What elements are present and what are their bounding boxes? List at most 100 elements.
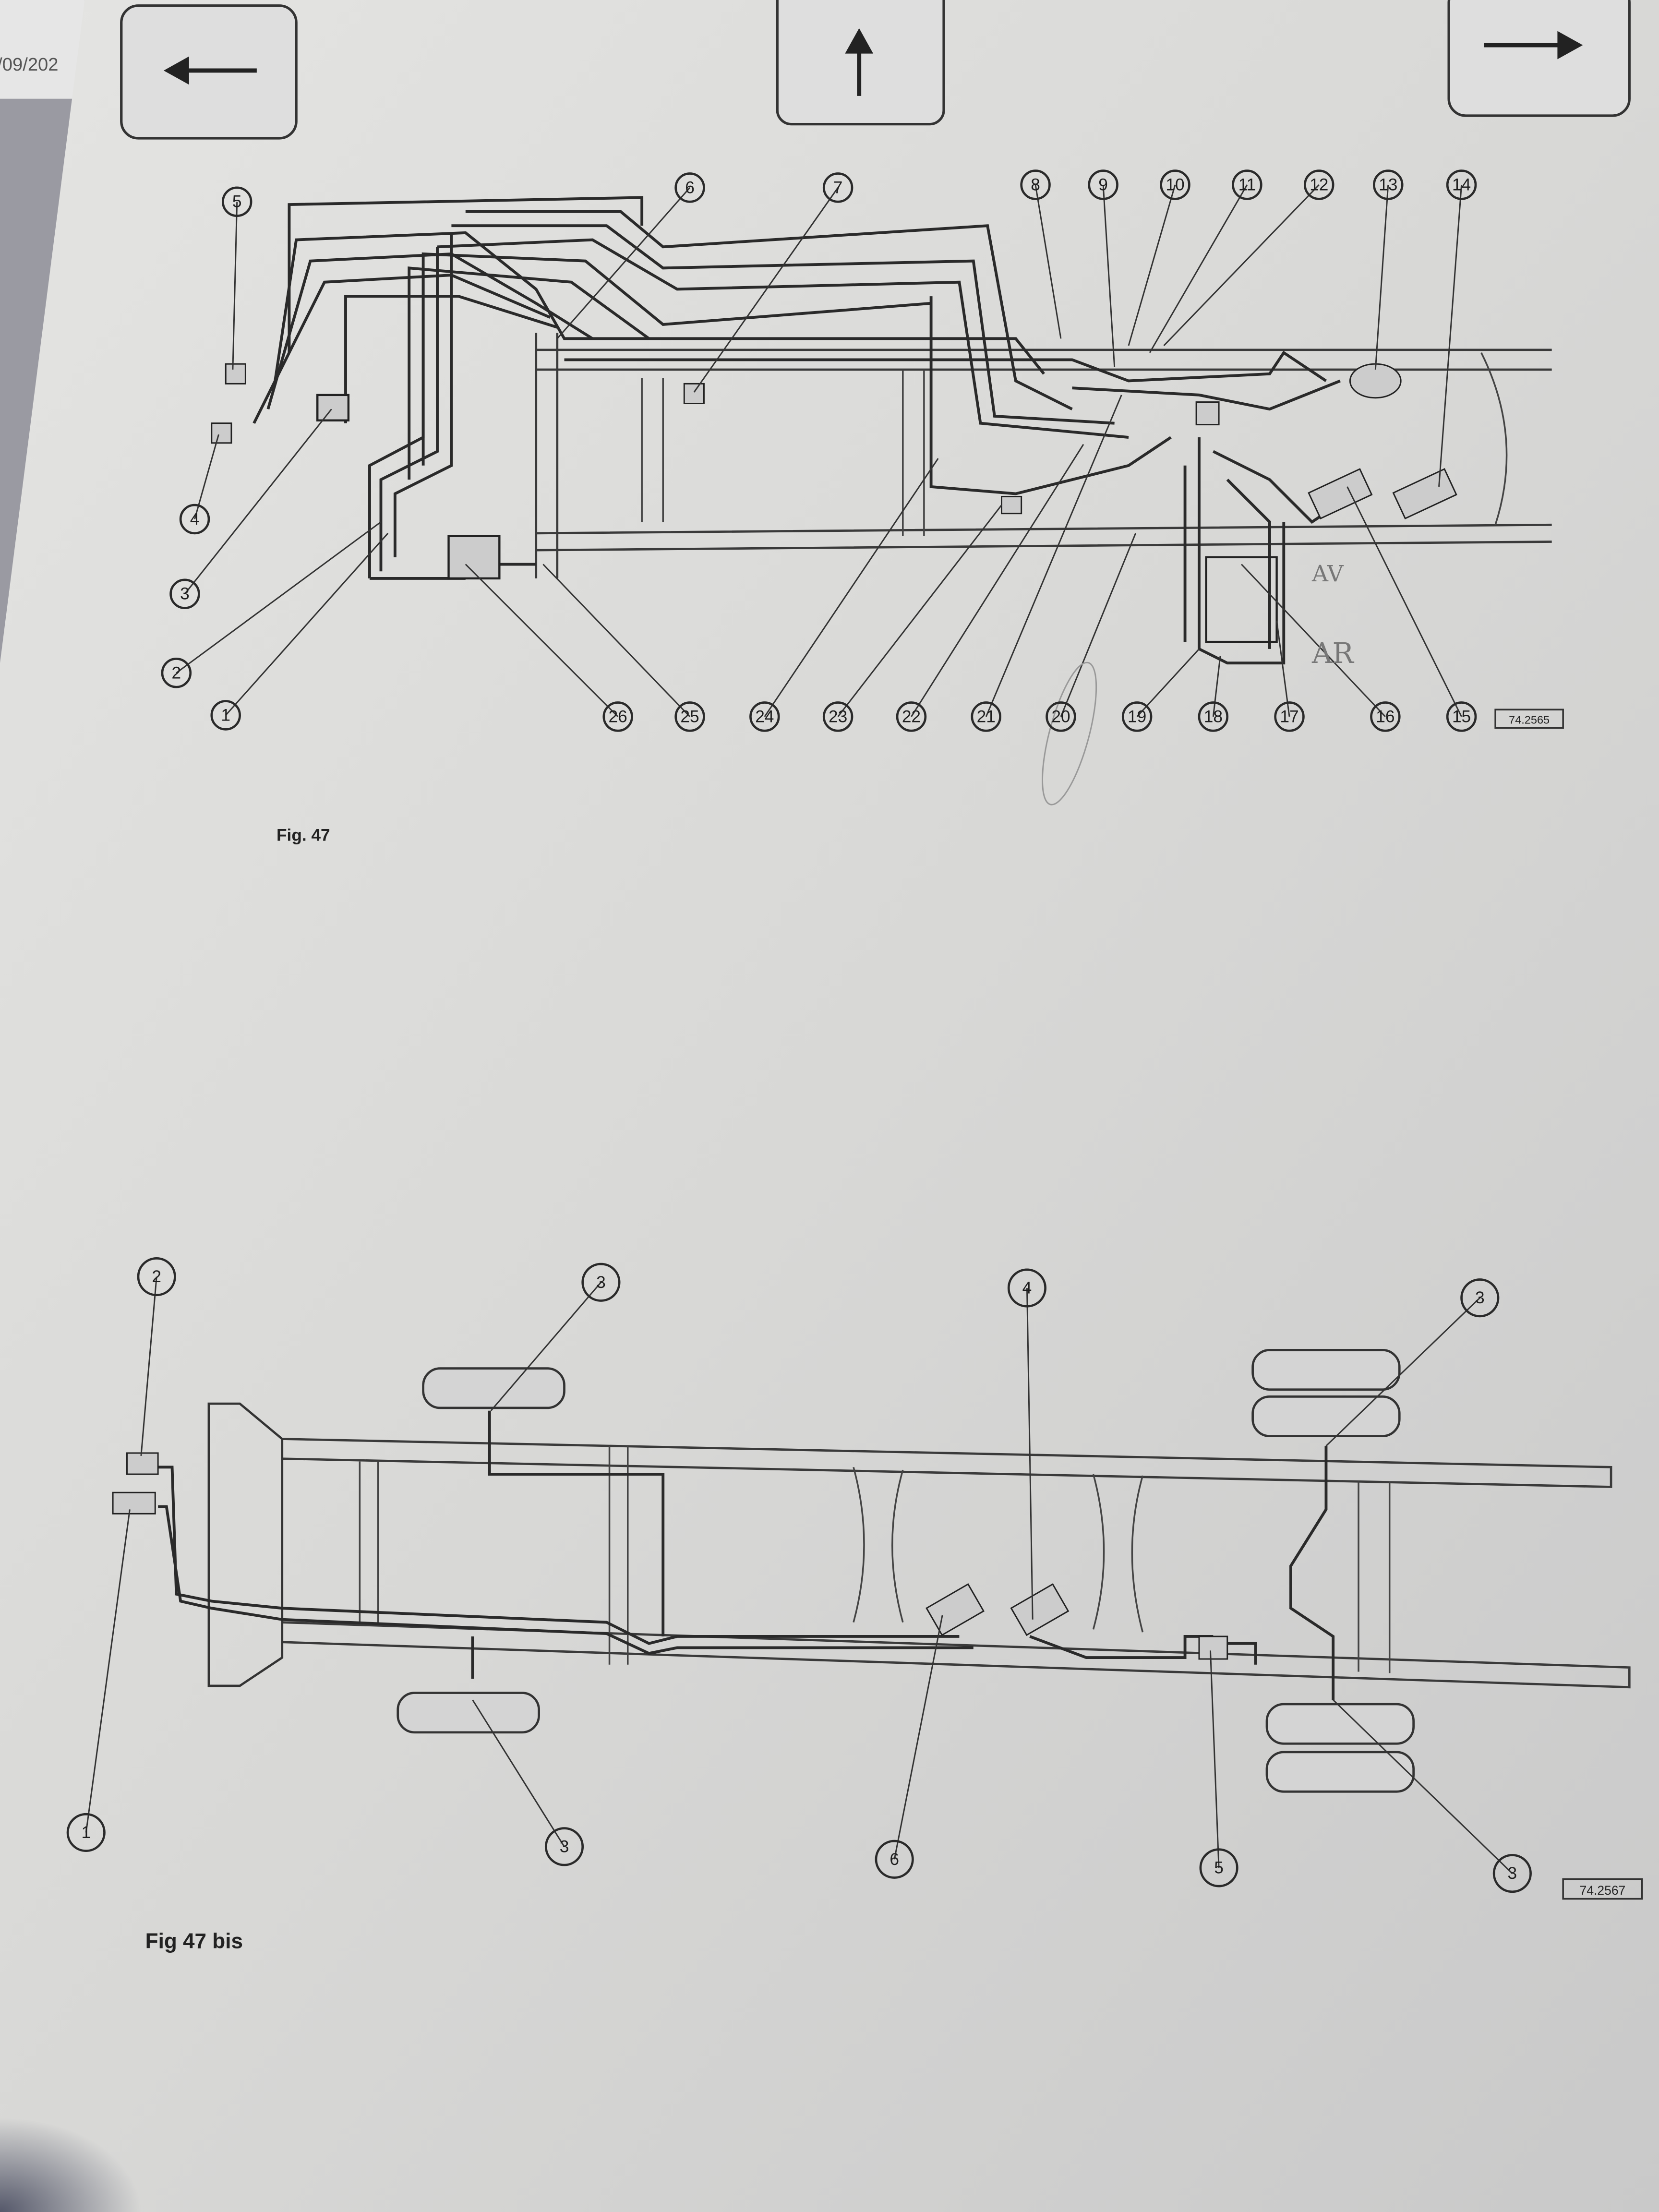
callout-leader-line xyxy=(1163,184,1320,347)
callout-number: 1 xyxy=(221,706,230,724)
callout-18: 18 xyxy=(1198,701,1229,732)
callout-5: 5 xyxy=(1199,1848,1238,1887)
callout-number: 24 xyxy=(755,707,774,726)
callout-number: 4 xyxy=(1022,1279,1032,1298)
callout-number: 13 xyxy=(1379,175,1397,194)
callout-number: 18 xyxy=(1204,707,1223,726)
callout-leader-line xyxy=(490,1282,602,1411)
callout-number: 5 xyxy=(232,192,242,211)
callout-number: 3 xyxy=(596,1273,606,1292)
callout-3: 3 xyxy=(1460,1278,1500,1318)
nav-next-button[interactable] xyxy=(1447,0,1631,117)
date-fragment: /09/202 xyxy=(0,54,59,75)
callout-leader-line xyxy=(1026,1288,1034,1620)
callout-number: 2 xyxy=(172,663,181,682)
callout-number: 14 xyxy=(1452,175,1471,194)
callout-26: 26 xyxy=(602,701,633,732)
callout-number: 19 xyxy=(1128,707,1146,726)
callout-2: 2 xyxy=(137,1257,176,1297)
fig47-reference-box: 74.2565 xyxy=(1494,709,1564,729)
callout-leader-line xyxy=(1034,184,1062,339)
callout-leader-line xyxy=(232,202,238,370)
callout-leader-line xyxy=(893,1615,943,1860)
callout-22: 22 xyxy=(896,701,927,732)
callout-19: 19 xyxy=(1121,701,1153,732)
callout-25: 25 xyxy=(674,701,705,732)
callout-leader-line xyxy=(911,444,1084,717)
callout-leader-line xyxy=(1128,184,1176,346)
callout-leader-line xyxy=(225,532,389,716)
callout-number: 26 xyxy=(609,707,627,726)
arrow-left-icon xyxy=(163,56,257,85)
callout-leader-line xyxy=(985,395,1122,717)
callout-1: 1 xyxy=(66,1813,106,1852)
callout-2: 2 xyxy=(161,658,192,688)
callout-16: 16 xyxy=(1370,701,1401,732)
callout-4: 4 xyxy=(179,504,210,535)
callout-number: 1 xyxy=(81,1823,91,1842)
callout-12: 12 xyxy=(1304,169,1334,200)
callout-leader-line xyxy=(1325,1297,1480,1447)
callout-leader-line xyxy=(1149,184,1248,353)
callout-number: 10 xyxy=(1166,175,1184,194)
callout-15: 15 xyxy=(1446,701,1477,732)
callout-number: 8 xyxy=(1031,175,1040,194)
callout-number: 4 xyxy=(190,510,200,529)
callout-17: 17 xyxy=(1274,701,1305,732)
callout-11: 11 xyxy=(1232,169,1262,200)
fig47-diagram: AV AR xyxy=(176,184,1552,805)
callout-14: 14 xyxy=(1446,169,1477,200)
handwritten-av: AV xyxy=(1311,561,1344,587)
callout-6: 6 xyxy=(875,1839,914,1879)
arrow-right-icon xyxy=(1484,31,1583,60)
nav-back-button[interactable] xyxy=(120,4,298,140)
callout-leader-line xyxy=(1212,656,1221,717)
callout-number: 17 xyxy=(1280,707,1298,726)
callout-20: 20 xyxy=(1046,701,1076,732)
callout-3: 3 xyxy=(1492,1854,1532,1893)
callout-number: 23 xyxy=(829,707,847,726)
callout-leader-line xyxy=(542,564,691,717)
callout-leader-line xyxy=(85,1509,131,1833)
callout-number: 3 xyxy=(1508,1864,1517,1883)
callout-7: 7 xyxy=(822,172,854,203)
svg-text:74.2567: 74.2567 xyxy=(1580,1883,1626,1898)
callout-number: 25 xyxy=(680,707,699,726)
callout-number: 16 xyxy=(1376,707,1395,726)
fig47bis-diagram xyxy=(85,1276,1631,1874)
callout-number: 3 xyxy=(560,1837,569,1856)
callout-13: 13 xyxy=(1373,169,1404,200)
callout-4: 4 xyxy=(1007,1268,1046,1308)
handwritten-ar: AR xyxy=(1311,637,1354,670)
callout-leader-line xyxy=(184,409,332,595)
callout-number: 12 xyxy=(1310,175,1328,194)
callout-number: 11 xyxy=(1238,175,1256,194)
callout-1: 1 xyxy=(210,700,241,731)
callout-number: 21 xyxy=(977,707,996,726)
callout-leader-line xyxy=(176,521,382,673)
callout-leader-line xyxy=(1060,533,1137,717)
callout-leader-line xyxy=(1210,1650,1220,1868)
callout-number: 6 xyxy=(685,178,695,197)
callout-number: 3 xyxy=(180,585,190,603)
callout-3: 3 xyxy=(169,578,200,609)
nav-up-button[interactable] xyxy=(776,0,945,126)
callout-10: 10 xyxy=(1160,169,1190,200)
callout-number: 20 xyxy=(1051,707,1070,726)
callout-leader-line xyxy=(472,1699,565,1847)
callout-leader-line xyxy=(1346,486,1462,717)
callout-number: 3 xyxy=(1475,1288,1485,1307)
back-sheet xyxy=(0,0,85,99)
callout-3: 3 xyxy=(581,1262,621,1302)
callout-number: 2 xyxy=(152,1267,161,1286)
callout-number: 5 xyxy=(1214,1858,1224,1877)
callout-leader-line xyxy=(1241,564,1386,717)
callout-leader-line xyxy=(764,458,939,717)
callout-leader-line xyxy=(1374,184,1389,370)
callout-leader-line xyxy=(1102,184,1116,367)
callout-number: 22 xyxy=(902,707,921,726)
svg-text:74.2565: 74.2565 xyxy=(1509,714,1550,726)
